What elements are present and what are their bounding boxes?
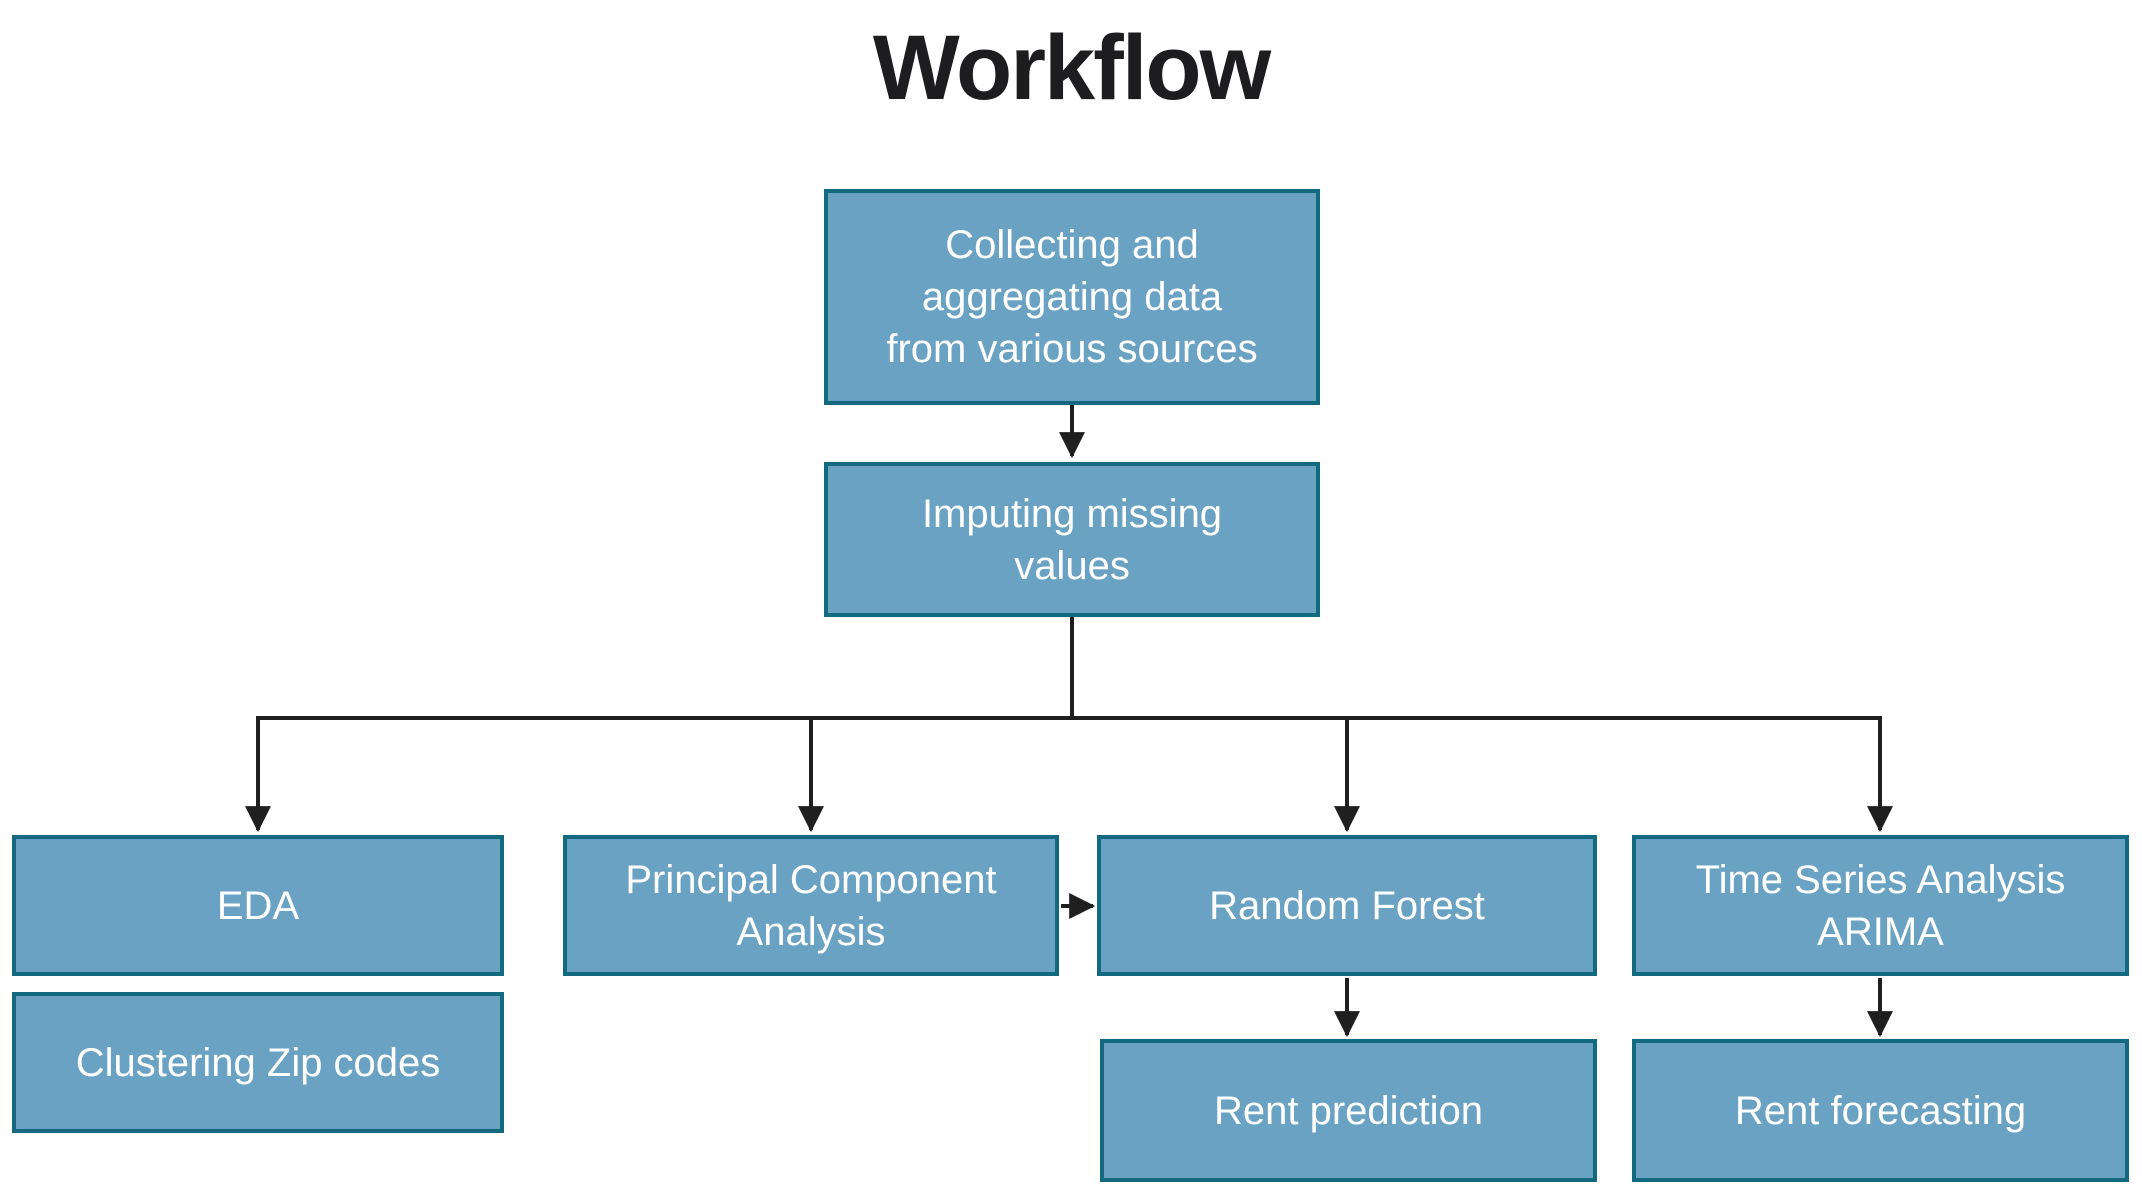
node-rent-prediction: Rent prediction (1100, 1039, 1597, 1182)
node-time-series-analysis-arima: Time Series Analysis ARIMA (1632, 835, 2129, 976)
diagram-title: Workflow (872, 17, 1271, 119)
node-rent-forecasting: Rent forecasting (1632, 1039, 2129, 1182)
node-collecting-aggregating-data: Collecting and aggregating data from var… (824, 189, 1320, 405)
node-random-forest: Random Forest (1097, 835, 1597, 976)
node-imputing-missing-values: Imputing missing values (824, 462, 1320, 617)
node-principal-component-analysis: Principal Component Analysis (563, 835, 1059, 976)
node-clustering-zip-codes: Clustering Zip codes (12, 992, 504, 1133)
node-eda: EDA (12, 835, 504, 976)
